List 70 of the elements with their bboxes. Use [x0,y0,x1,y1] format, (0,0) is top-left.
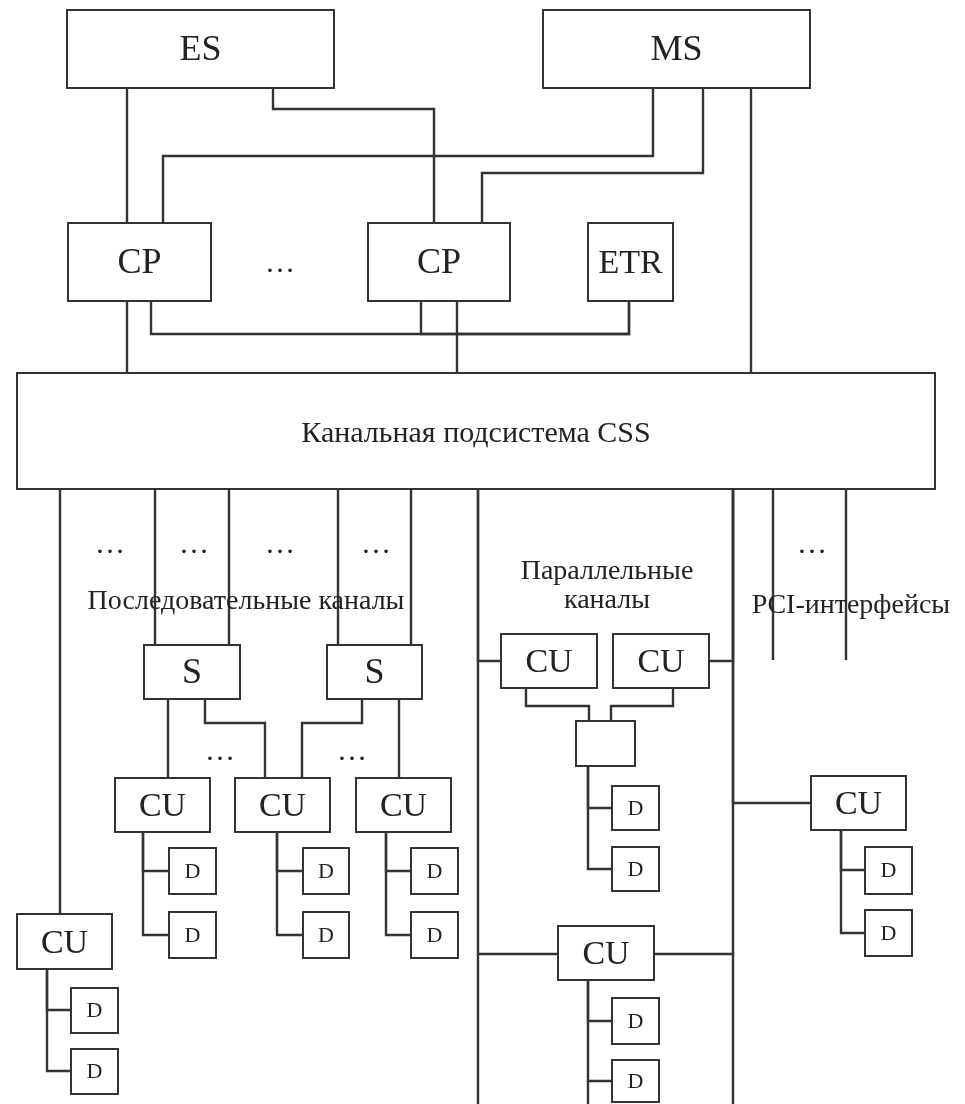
connector-line [480,89,705,222]
unit-box: D [410,911,459,959]
unit-box: D [302,911,350,959]
empty-box [575,720,636,767]
connector-line [586,981,611,1083]
connector-line [336,490,340,644]
connector-line [166,700,170,777]
connector-line [275,833,302,937]
unit-box: CU [355,777,452,833]
connector-line [839,831,864,935]
unit-box: D [864,846,913,895]
unit-box: ETR [587,222,674,302]
unit-box: D [611,785,660,831]
connector-line [455,302,459,372]
unit-box: D [410,847,459,895]
unit-box: CP [67,222,212,302]
group-label: Параллельные каналы [519,554,695,614]
unit-box: CU [810,775,907,831]
connector-line [141,833,168,937]
unit-box: D [611,846,660,892]
ellipsis: … [265,246,295,278]
connector-line [161,89,655,222]
connector-line [203,700,267,777]
unit-box: CU [500,633,598,689]
connector-line [45,970,70,1073]
connector-line [476,490,557,956]
connector-line [731,490,810,805]
unit-box: MS [542,9,811,89]
unit-box: CU [16,913,113,970]
unit-box: CU [234,777,331,833]
connector-line [125,302,129,372]
unit-box: D [302,847,350,895]
connector-line [844,490,848,660]
ellipsis: … [95,527,125,559]
ellipsis: … [337,734,367,766]
connector-line [749,89,753,372]
unit-box: D [168,847,217,895]
connector-line [524,689,591,720]
unit-box: S [326,644,423,700]
connector-line [300,700,364,777]
ellipsis: … [361,527,391,559]
unit-box: CU [557,925,655,981]
ellipsis: … [265,527,295,559]
ellipsis: … [797,527,827,559]
unit-box: CU [612,633,710,689]
subsystem-box: Канальная подсистема CSS [16,372,936,490]
connector-line [384,833,410,937]
connector-line [153,490,157,644]
connector-line [227,490,231,644]
unit-box: CP [367,222,511,302]
ellipsis: … [179,527,209,559]
connector-line [58,490,62,913]
connector-line [419,302,631,336]
unit-box: D [864,909,913,957]
connector-line [609,689,675,720]
unit-box: S [143,644,241,700]
connector-line [397,700,401,777]
unit-box: D [70,987,119,1034]
unit-box: ES [66,9,335,89]
unit-box: D [611,1059,660,1103]
connector-line [586,767,611,871]
unit-box: D [611,997,660,1045]
connector-line [409,490,413,644]
connector-line [125,89,129,222]
connector-line [271,89,436,222]
connector-line [771,490,775,660]
unit-box: D [168,911,217,959]
unit-box: CU [114,777,211,833]
unit-box: D [70,1048,119,1095]
ellipsis: … [205,734,235,766]
